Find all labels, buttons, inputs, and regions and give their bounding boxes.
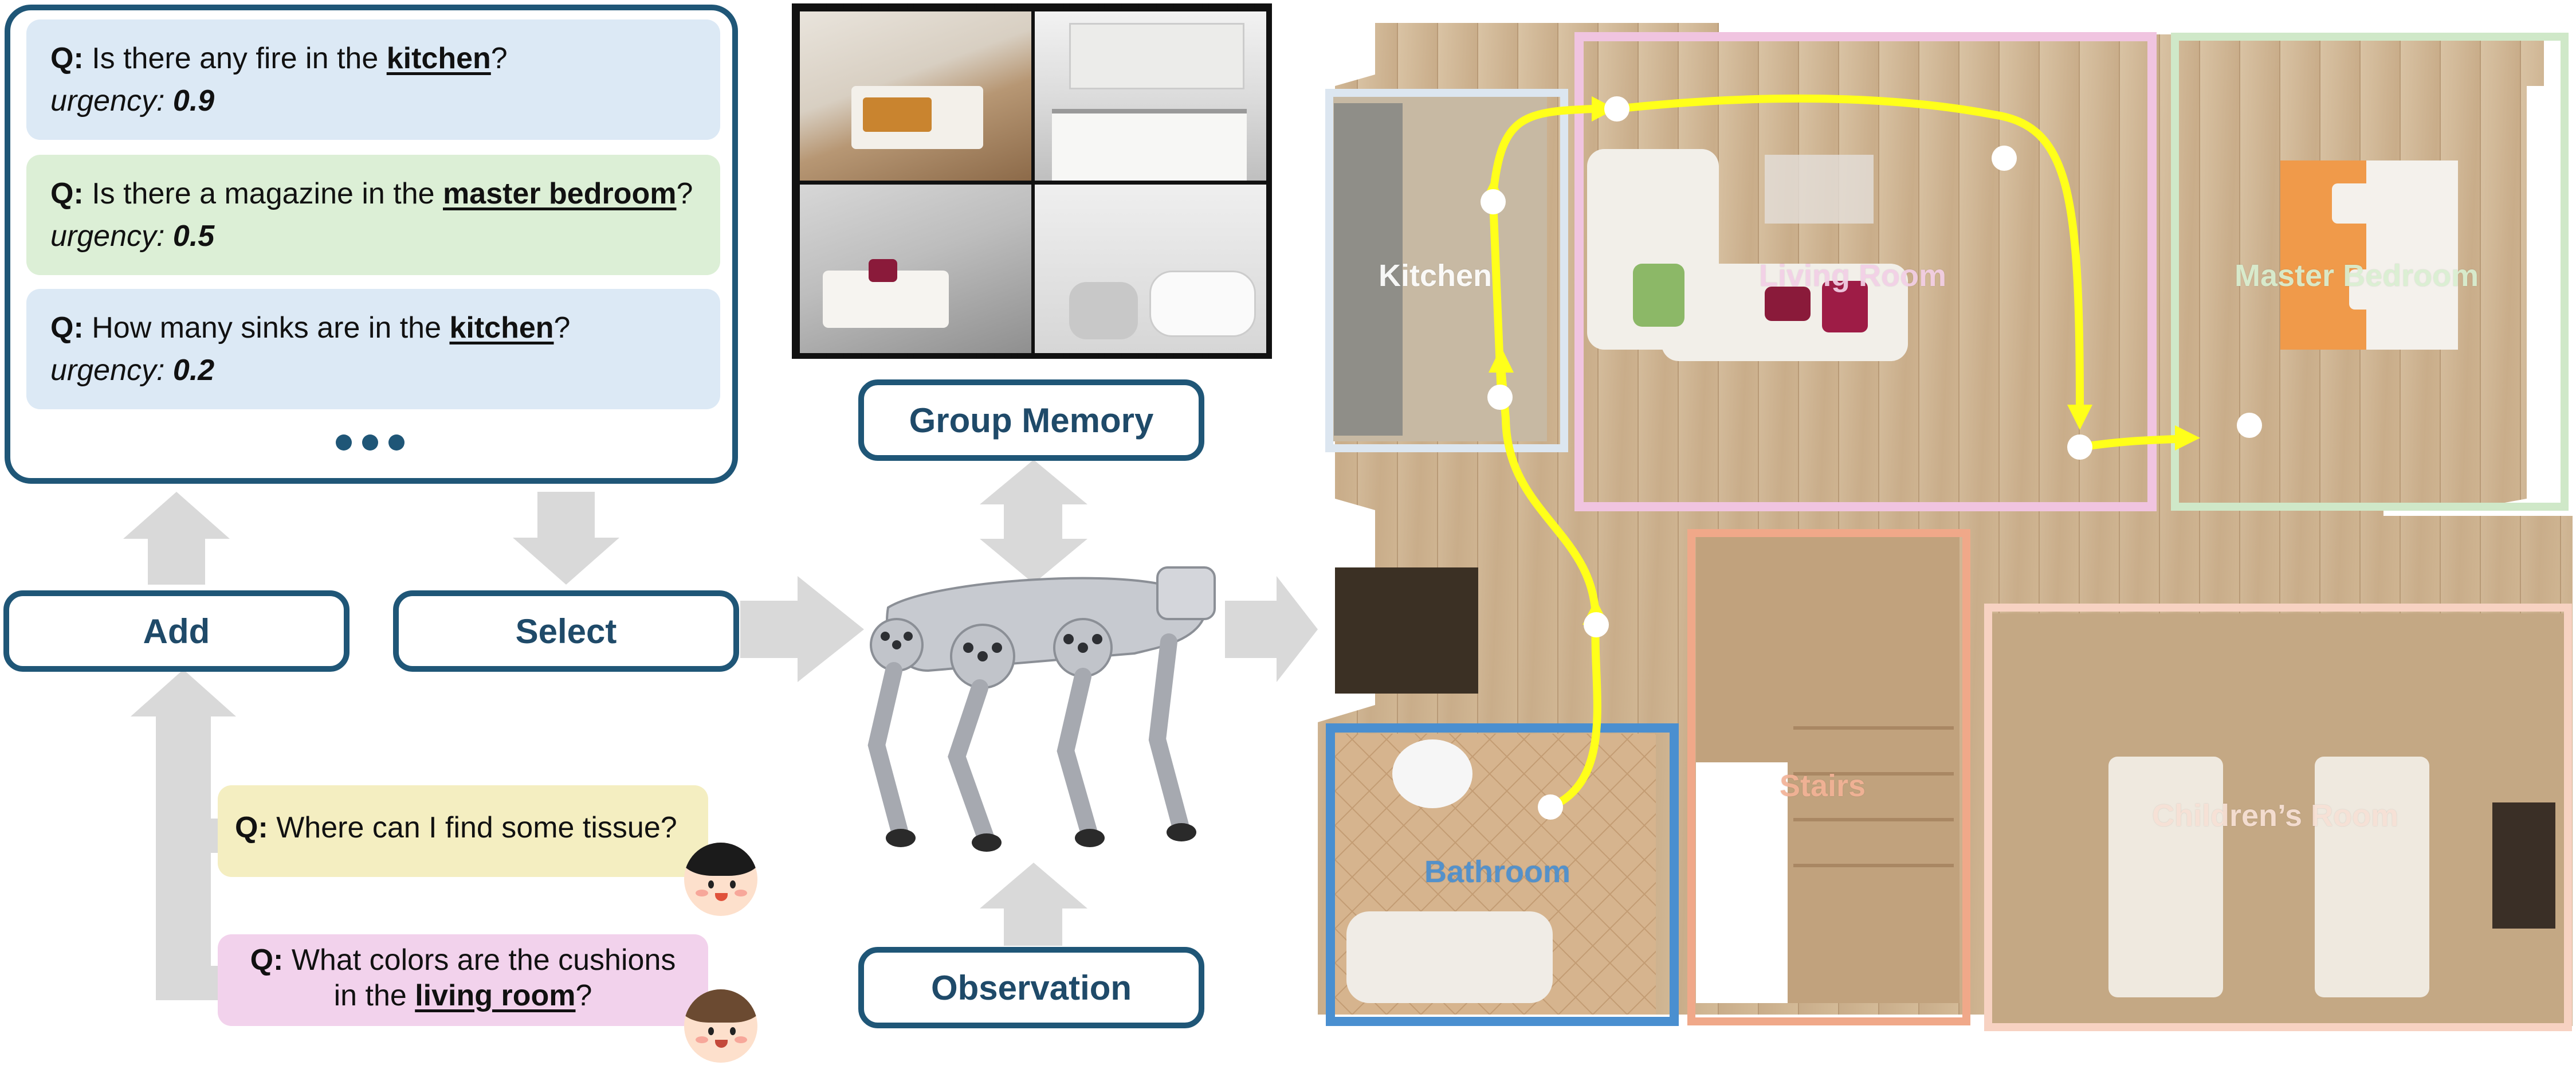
memory-image-bathroom: [1035, 185, 1266, 353]
memory-image-bedroom: [800, 11, 1031, 181]
room-label-kitchen: Kitchen: [1379, 259, 1493, 293]
arrow-observation-to-robot: [980, 863, 1087, 946]
add-button[interactable]: Add: [3, 590, 350, 672]
arrow-select-to-robot: [740, 576, 864, 682]
room-label-childrens-room: Children’s Room: [2152, 798, 2399, 833]
memory-image-living-room: [800, 185, 1031, 353]
child-avatar-girl: [684, 989, 757, 1063]
room-label-bathroom: Bathroom: [1424, 855, 1570, 889]
floor-plan: Kitchen Living Room Master Bedroom Bathr…: [1318, 17, 2573, 1037]
queue-item[interactable]: Q: Is there any fire in the kitchen? urg…: [26, 19, 720, 140]
more-ellipsis-icon: [336, 434, 415, 453]
group-memory-button[interactable]: Group Memory: [858, 379, 1204, 461]
arrow-memory-robot: [980, 460, 1087, 584]
group-memory-images: [792, 3, 1272, 359]
connector-dialog-1: [156, 819, 220, 853]
queue-item[interactable]: Q: Is there a magazine in the master bed…: [26, 155, 720, 275]
arrow-add-to-queue: [123, 492, 230, 585]
memory-image-kitchen: [1035, 11, 1266, 181]
child-avatar-boy: [684, 843, 757, 916]
robot-dog-icon: [867, 566, 1216, 852]
arrow-queue-to-select: [513, 492, 619, 585]
room-label-master-bedroom: Master Bedroom: [2235, 259, 2479, 293]
room-label-stairs: Stairs: [1780, 769, 1866, 803]
room-label-living-room: Living Room: [1759, 259, 1946, 293]
connector-dialog-2: [156, 966, 220, 1000]
select-button[interactable]: Select: [393, 590, 739, 672]
floor-plan-map: [1318, 23, 2573, 1031]
question-queue: Q: Is there any fire in the kitchen? urg…: [5, 5, 738, 484]
arrow-robot-to-plan: [1225, 576, 1318, 682]
observation-button[interactable]: Observation: [858, 947, 1204, 1028]
queue-item[interactable]: Q: How many sinks are in the kitchen? ur…: [26, 289, 720, 409]
incoming-question-2[interactable]: Q: What colors are the cushions in the l…: [218, 934, 708, 1026]
incoming-question-1[interactable]: Q: Where can I find some tissue?: [218, 785, 708, 877]
